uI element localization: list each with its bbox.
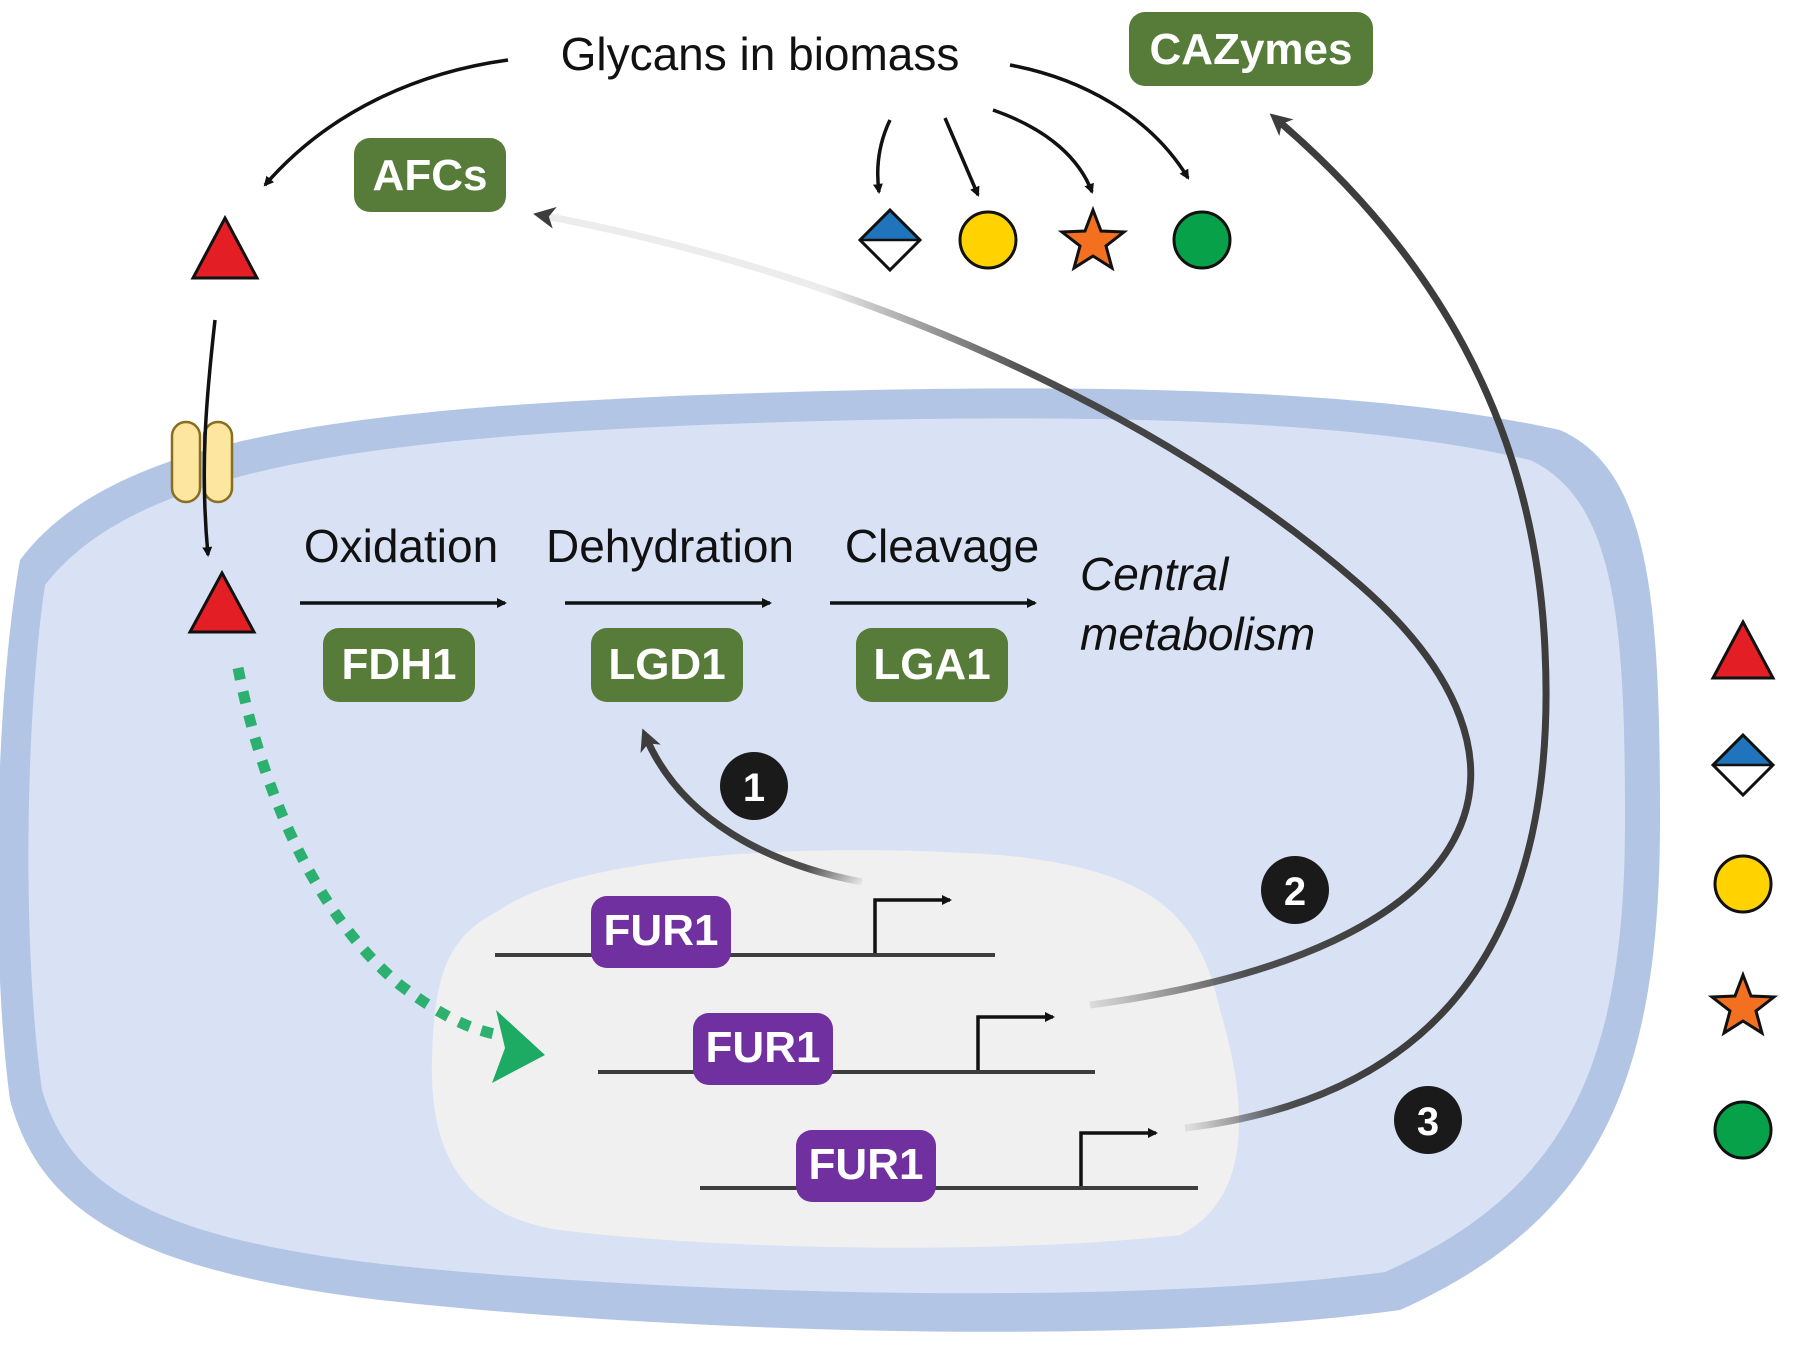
target-marker-1: 1 (720, 752, 788, 820)
triangle-icon (187, 569, 257, 634)
step-label-oxidation: Oxidation (304, 520, 498, 572)
arrow-glycans-to-diamond (872, 119, 892, 194)
signal-arrowhead (492, 1010, 545, 1083)
arrow-glycans-to-star (992, 108, 1094, 194)
transporter-right (202, 420, 234, 504)
arrow-glycans-to-yellow (943, 117, 980, 197)
central-metabolism-line1: Central (1080, 548, 1230, 600)
enzyme-box-lgd1: LGD1 (591, 628, 743, 702)
diamond-icon (857, 207, 923, 273)
target-number: 2 (1284, 870, 1306, 914)
afcs-box: AFCs (354, 138, 506, 212)
fur1-box-2: FUR1 (693, 1013, 833, 1085)
enzyme-label: FDH1 (342, 640, 457, 689)
target-number: 3 (1417, 1100, 1439, 1144)
circle-icon (1713, 854, 1773, 914)
signal-arrow (232, 666, 501, 1041)
target-marker-3: 3 (1394, 1086, 1462, 1154)
circle-icon (1713, 1100, 1773, 1160)
target-marker-2: 2 (1261, 856, 1329, 924)
regulation-arrow-2 (533, 206, 1475, 1009)
step-label-cleavage: Cleavage (845, 520, 1039, 572)
diamond-icon (1710, 732, 1776, 798)
arrow-uptake (202, 319, 217, 557)
regulation-arrow-3 (1184, 113, 1550, 1132)
cazymes-box: CAZymes (1129, 12, 1373, 86)
afcs-label: AFCs (373, 151, 488, 200)
cazymes-label: CAZymes (1150, 25, 1353, 74)
arrow-glycans-to-afcs (263, 58, 509, 187)
transporter-left (170, 420, 202, 504)
star-icon (1057, 205, 1129, 272)
central-metabolism-line2: metabolism (1080, 608, 1315, 660)
fur1-box-3: FUR1 (796, 1130, 936, 1202)
fur1-label: FUR1 (706, 1023, 821, 1072)
regulation-arrow-1 (640, 728, 863, 886)
fur1-box-1: FUR1 (591, 896, 731, 968)
enzyme-box-lga1: LGA1 (856, 628, 1008, 702)
enzyme-box-fdh1: FDH1 (323, 628, 475, 702)
enzyme-label: LGA1 (873, 640, 990, 689)
promoter-arrow-3 (1079, 1128, 1158, 1186)
fur1-label: FUR1 (809, 1140, 924, 1189)
star-icon (1707, 970, 1779, 1037)
arrow-glycans-to-green (1009, 63, 1190, 180)
circle-icon (958, 210, 1018, 270)
enzyme-label: LGD1 (608, 640, 725, 689)
promoter-arrow-1 (873, 895, 952, 953)
triangle-icon (1710, 618, 1776, 680)
fur1-label: FUR1 (604, 906, 719, 955)
promoter-arrow-2 (976, 1012, 1055, 1070)
target-number: 1 (743, 766, 765, 810)
triangle-icon (190, 214, 260, 280)
glycans-label: Glycans in biomass (561, 28, 960, 80)
circle-icon (1172, 210, 1232, 270)
step-label-dehydration: Dehydration (546, 520, 794, 572)
